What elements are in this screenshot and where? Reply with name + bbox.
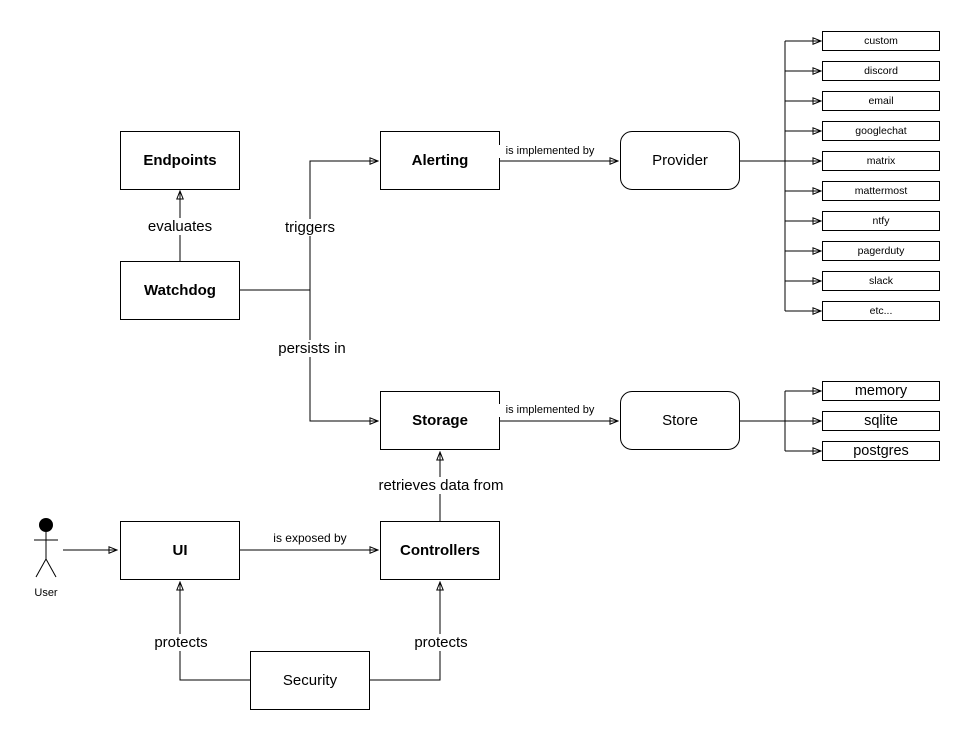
- edge-label-triggers: triggers: [260, 219, 360, 236]
- edge-label-retrieves-data-from: retrieves data from: [361, 477, 521, 494]
- edge-label-persists-in: persists in: [262, 340, 362, 357]
- node-alerting: Alerting: [380, 131, 500, 190]
- provider-item-googlechat: googlechat: [822, 121, 940, 141]
- edge-store-trunk: [740, 391, 786, 451]
- edge-label-evaluates: evaluates: [130, 218, 230, 235]
- provider-item-discord: discord: [822, 61, 940, 81]
- provider-item-matrix: matrix: [822, 151, 940, 171]
- provider-item-mattermost: mattermost: [822, 181, 940, 201]
- edge-label-alerting-implemented-by: is implemented by: [495, 145, 605, 158]
- edge-label-protects-ui: protects: [131, 634, 231, 651]
- user-actor-icon: [34, 518, 58, 578]
- node-endpoints: Endpoints: [120, 131, 240, 190]
- store-item-postgres: postgres: [822, 441, 940, 461]
- node-security: Security: [250, 651, 370, 710]
- edge-label-protects-controllers: protects: [391, 634, 491, 651]
- node-ui: UI: [120, 521, 240, 580]
- node-provider: Provider: [620, 131, 740, 190]
- provider-item-email: email: [822, 91, 940, 111]
- provider-item-custom: custom: [822, 31, 940, 51]
- node-store: Store: [620, 391, 740, 450]
- node-watchdog: Watchdog: [120, 261, 240, 320]
- edge-watchdog-storage: [309, 290, 377, 421]
- actor-label: User: [16, 587, 76, 600]
- provider-item-pagerduty: pagerduty: [822, 241, 940, 261]
- provider-item-ntfy: ntfy: [822, 211, 940, 231]
- provider-item-slack: slack: [822, 271, 940, 291]
- store-item-sqlite: sqlite: [822, 411, 940, 431]
- node-controllers: Controllers: [380, 521, 500, 580]
- edge-label-storage-implemented-by: is implemented by: [495, 404, 605, 417]
- store-item-memory: memory: [822, 381, 940, 401]
- provider-item-etc: etc...: [822, 301, 940, 321]
- edge-provider-trunk: [740, 41, 786, 311]
- node-storage: Storage: [380, 391, 500, 450]
- edge-security-controllers: [370, 583, 440, 681]
- edge-label-is-exposed-by: is exposed by: [260, 532, 360, 545]
- edge-security-ui: [180, 583, 250, 681]
